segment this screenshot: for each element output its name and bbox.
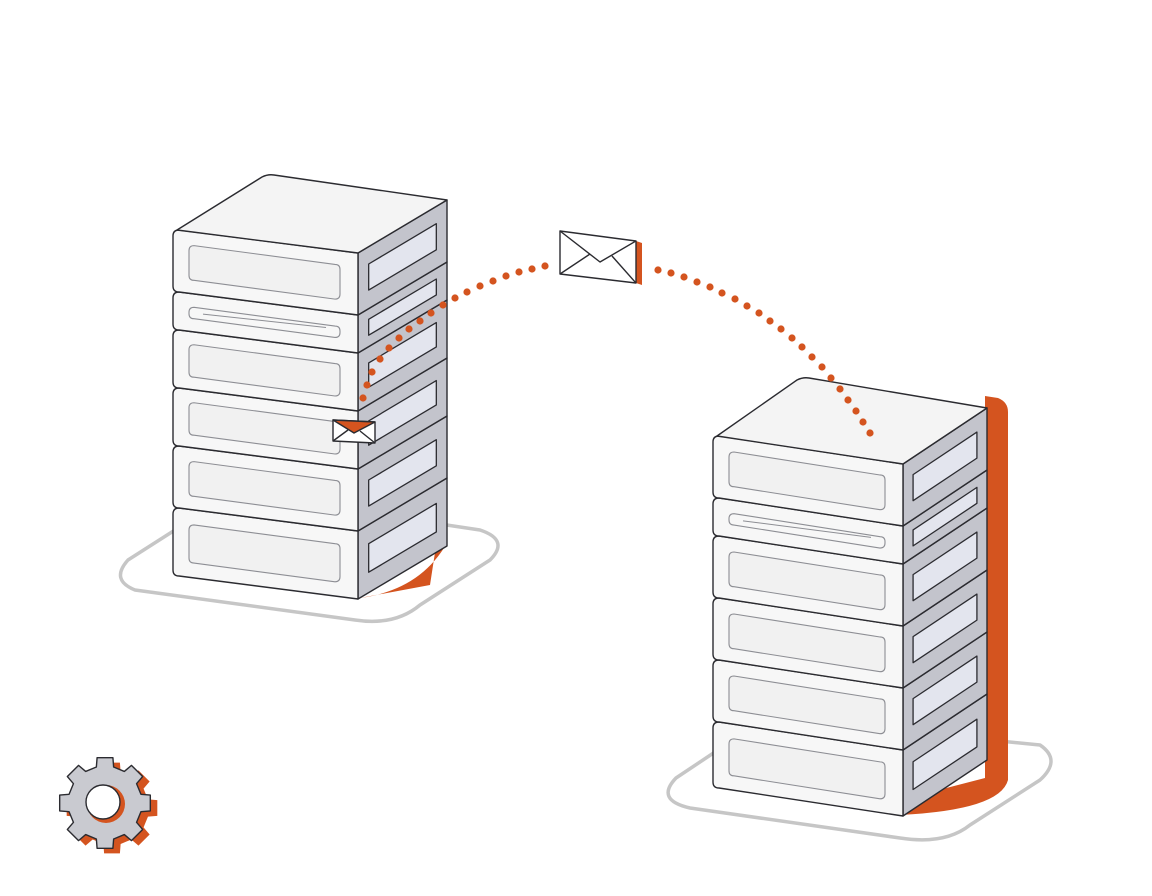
route-dot [836, 385, 844, 393]
route-dot [827, 374, 835, 382]
route-dot [743, 302, 751, 310]
route-dot [808, 353, 816, 361]
route-dot [385, 344, 393, 352]
envelope-icon [559, 230, 642, 285]
route-dot [515, 268, 523, 276]
server-unit [172, 477, 448, 600]
route-dot [541, 262, 549, 270]
server-unit [172, 199, 448, 316]
right-server-base [666, 738, 1053, 842]
route-dot [866, 429, 874, 437]
route-dot [718, 289, 726, 297]
route-dot [439, 301, 447, 309]
route-dot [416, 317, 424, 325]
gear-hole [85, 784, 121, 820]
server-unit [712, 631, 988, 751]
route-dot [359, 394, 367, 402]
route-dot [706, 283, 714, 291]
route-dot [788, 334, 796, 342]
gear-icon [58, 756, 158, 854]
route-dot [427, 309, 435, 317]
route-dot [376, 355, 384, 363]
left-server-stack-icon [172, 174, 448, 600]
route-dot [859, 418, 867, 426]
server-unit [712, 469, 988, 565]
route-dot [731, 295, 739, 303]
route-dot [844, 396, 852, 404]
route-dot [680, 273, 688, 281]
route-dot [363, 381, 371, 389]
route-dot [667, 269, 675, 277]
message-route-dotted-path [359, 262, 874, 437]
route-dot [777, 325, 785, 333]
route-dot [405, 325, 413, 333]
server-unit [712, 407, 988, 527]
route-dot [395, 334, 403, 342]
server-unit [712, 693, 988, 817]
route-dot [463, 288, 471, 296]
route-dot [818, 363, 826, 371]
route-dot [755, 309, 763, 317]
route-dot [368, 368, 376, 376]
server-top-lid [176, 174, 448, 254]
route-dot [528, 265, 536, 273]
route-dot [489, 277, 497, 285]
server-unit [172, 357, 448, 470]
left-server-base [118, 522, 500, 624]
route-dot [693, 278, 701, 286]
server-unit [172, 415, 448, 532]
route-dot [852, 407, 860, 415]
server-unit [712, 569, 988, 689]
small-envelope-icon [332, 419, 376, 444]
server-unit [172, 299, 448, 412]
server-top-lid [716, 377, 988, 465]
server-unit [172, 261, 448, 354]
route-dot [451, 294, 459, 302]
route-dot [766, 317, 774, 325]
route-dot [502, 272, 510, 280]
route-dot [476, 282, 484, 290]
right-server-stack-icon [712, 377, 1008, 817]
server-unit [712, 507, 988, 627]
route-dot [654, 266, 662, 274]
route-dot [798, 343, 806, 351]
